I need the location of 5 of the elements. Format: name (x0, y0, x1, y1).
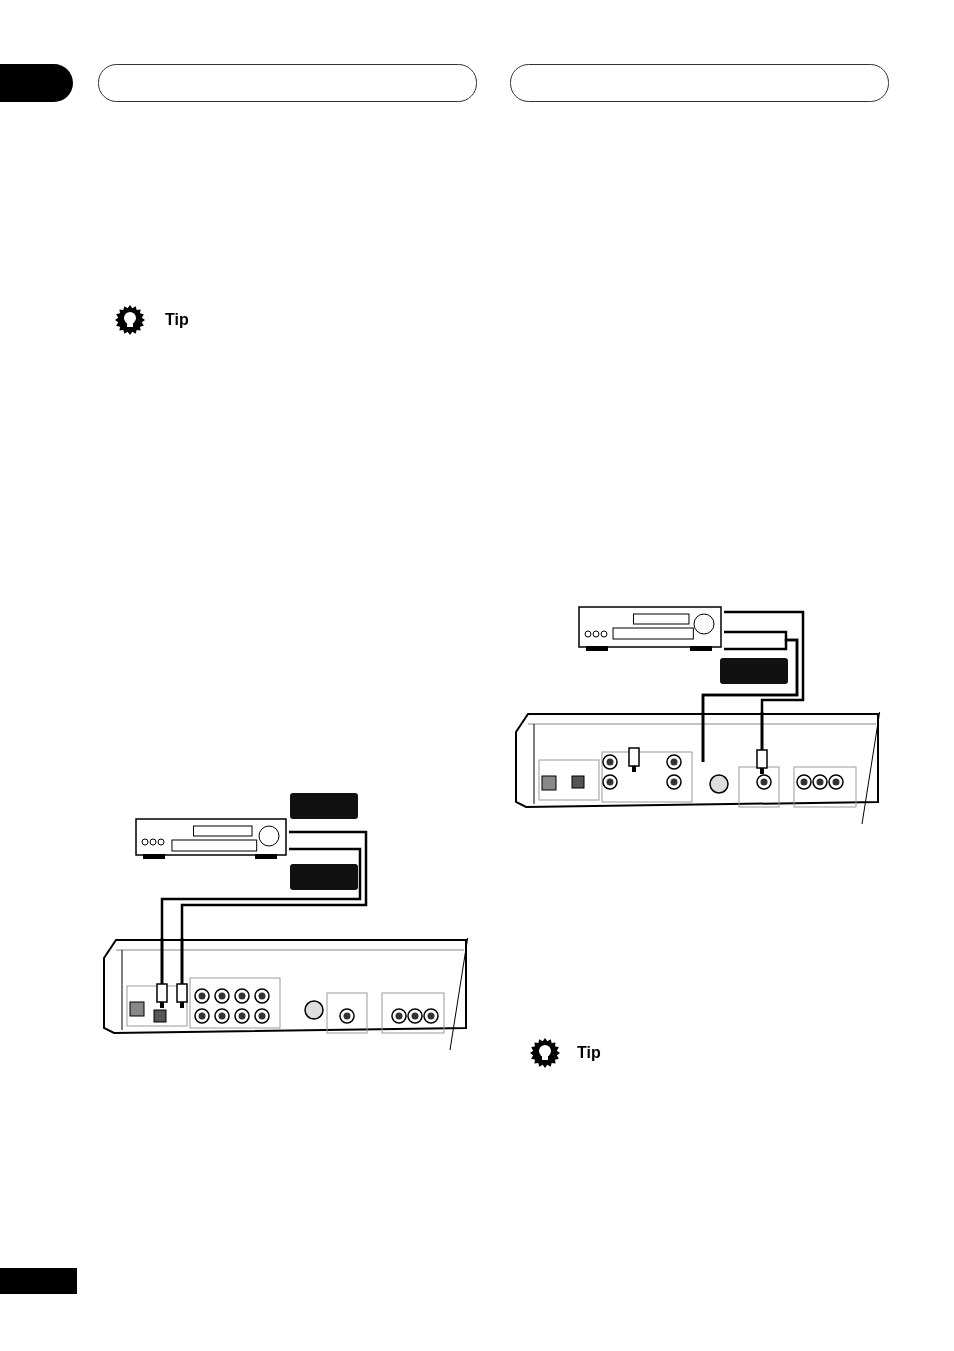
tip-heading: Tip (165, 311, 189, 329)
cable-line (180, 830, 368, 938)
tip-heading: Tip (577, 1044, 601, 1062)
cable-line (724, 610, 805, 712)
cable-line (160, 847, 362, 938)
